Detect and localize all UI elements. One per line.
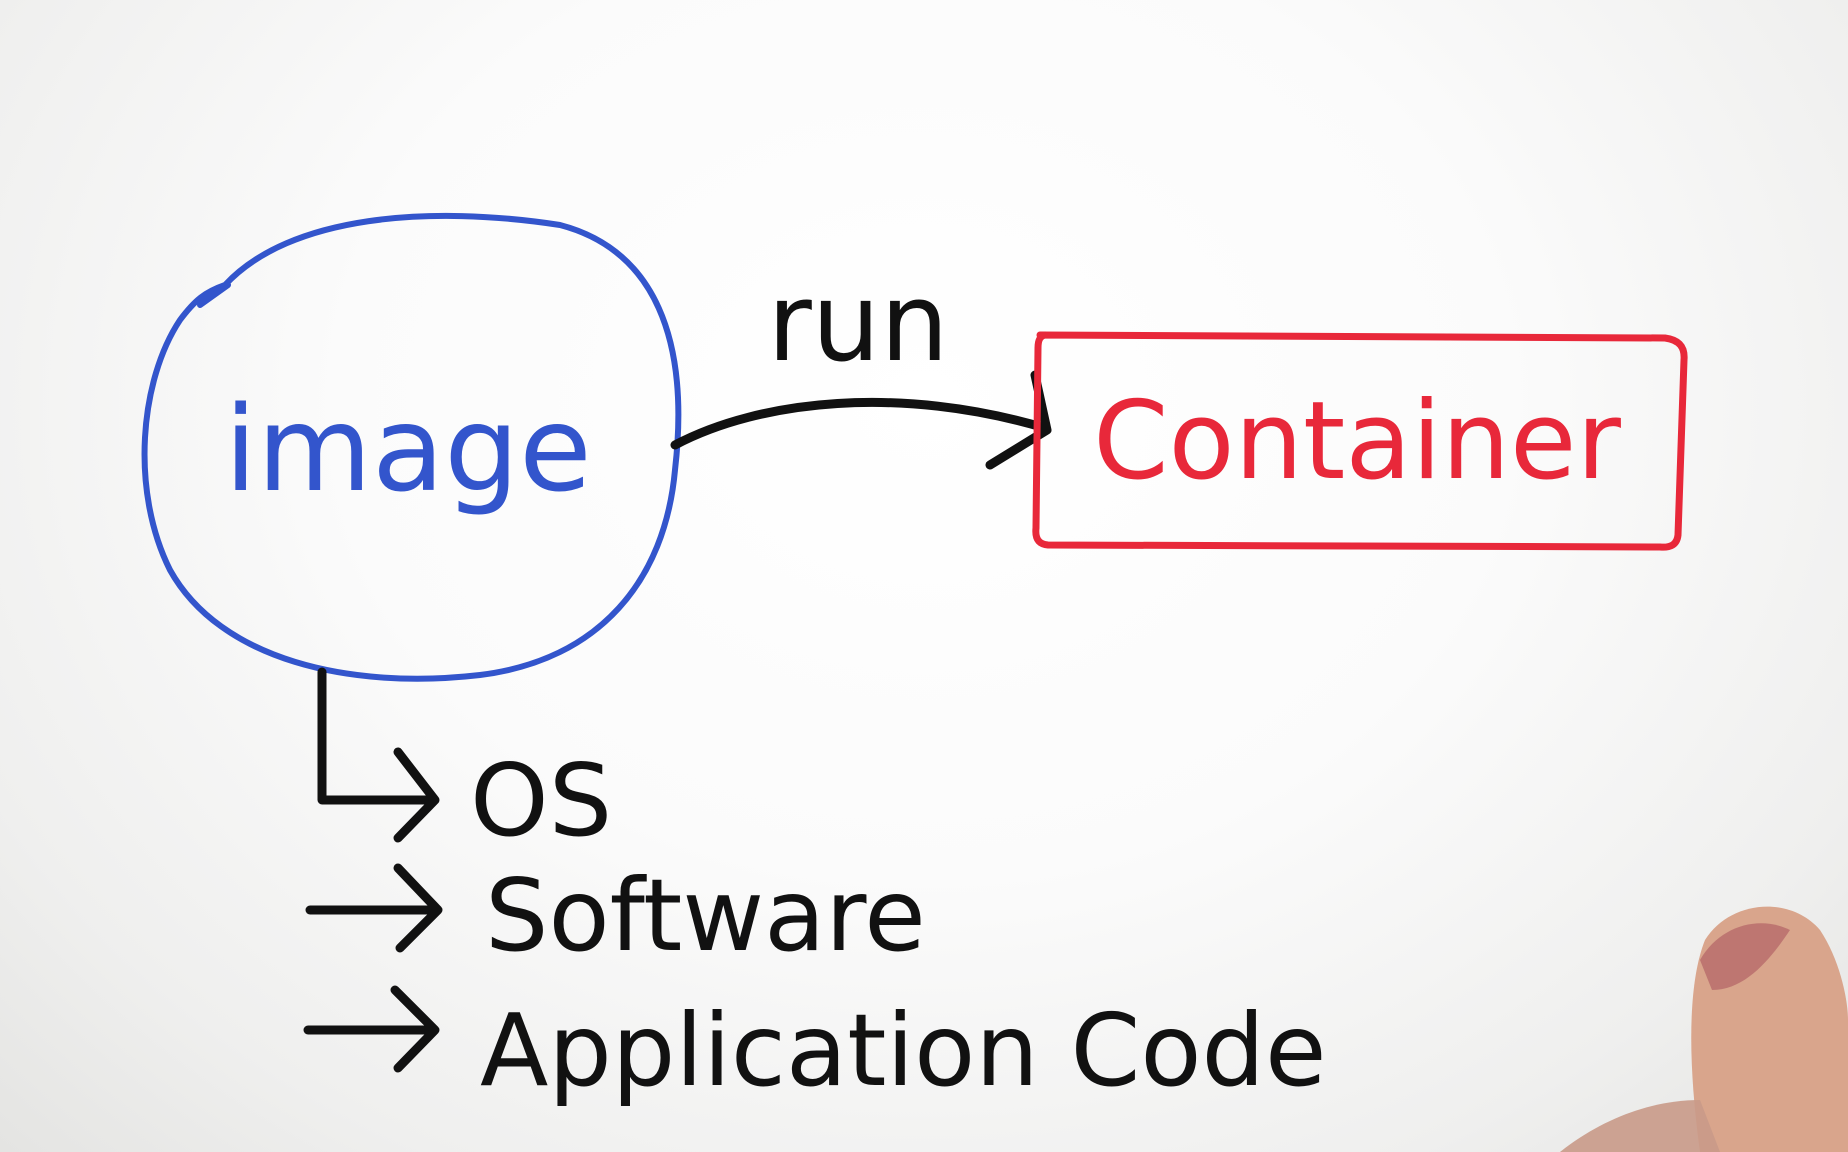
- run-edge: run: [675, 261, 1047, 465]
- run-edge-label: run: [767, 261, 948, 386]
- hand-finger: [1560, 907, 1848, 1152]
- branch-connector: [322, 672, 430, 800]
- container-node-label: Container: [1093, 379, 1621, 504]
- component-os: OS: [470, 742, 612, 859]
- image-components: OS Software Application Code: [308, 672, 1327, 1109]
- image-node: image: [145, 216, 679, 679]
- run-arrow-line: [675, 402, 1045, 445]
- os-arrowhead: [398, 752, 435, 838]
- image-node-label: image: [224, 380, 592, 518]
- container-node: Container: [1036, 335, 1684, 547]
- component-software: Software: [485, 857, 926, 974]
- component-application-code: Application Code: [480, 992, 1327, 1109]
